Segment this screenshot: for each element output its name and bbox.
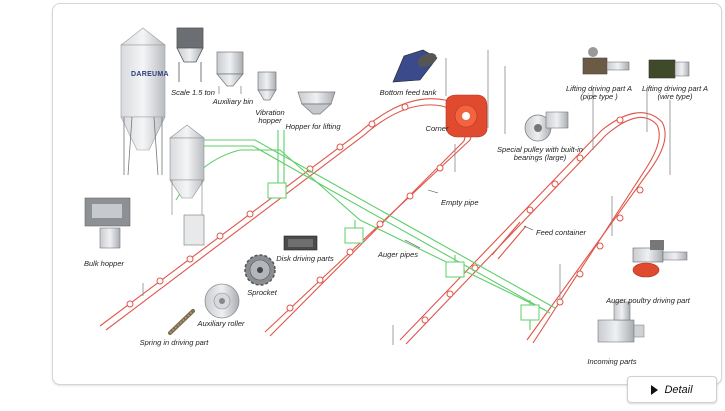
silo xyxy=(120,27,166,176)
detail-button[interactable]: Detail xyxy=(627,376,717,403)
vibration-hopper xyxy=(257,71,277,101)
hanger-lines xyxy=(142,50,671,345)
label-vibration-hopper-2: hopper xyxy=(258,116,282,125)
label-bulk-hopper: Bulk hopper xyxy=(83,259,125,268)
bottom-feed-tank xyxy=(392,49,438,83)
label-scale: Scale 1.5 ton xyxy=(171,88,215,97)
label-hopper-for-lifting: Hopper for lifting xyxy=(285,122,341,131)
label-special-pulley-2: bearings (large) xyxy=(513,153,567,162)
lifting-driving-part-wire xyxy=(648,59,690,79)
label-empty-pipe: Empty pipe xyxy=(441,198,479,207)
label-bottom-feed-tank: Bottom feed tank xyxy=(379,88,437,97)
label-lifting-pipe-1: Lifting driving part A xyxy=(565,84,633,93)
lifting-driving-part-pipe xyxy=(582,47,630,75)
auxiliary-roller xyxy=(204,283,240,319)
label-disk-driving-parts: Disk driving parts xyxy=(276,254,334,263)
label-auger-poultry-driving-part: Auger poultry driving part xyxy=(606,296,690,305)
play-arrow-icon xyxy=(651,384,659,395)
label-auxiliary-roller: Auxiliary roller xyxy=(197,319,245,328)
label-auxiliary-bin: Auxiliary bin xyxy=(212,97,254,106)
brand-logo: DAREUMA xyxy=(131,71,169,78)
red-line-beads xyxy=(126,103,644,324)
green-boxes xyxy=(267,182,540,321)
auxiliary-bin xyxy=(216,51,244,94)
small-silo xyxy=(169,124,205,246)
label-lifting-pipe-2: (pipe type ) xyxy=(580,92,618,101)
label-feed-container: Feed container xyxy=(536,228,587,237)
disk-driving-parts xyxy=(283,235,318,251)
hopper-for-lifting xyxy=(297,91,336,115)
incoming-parts xyxy=(597,301,645,343)
sprocket xyxy=(244,254,276,286)
label-sprocket: Sprocket xyxy=(247,288,277,297)
detail-button-label: Detail xyxy=(664,383,693,396)
bulk-hopper xyxy=(84,197,131,249)
special-pulley xyxy=(524,111,569,142)
label-spring-in-driving-part: Spring in driving part xyxy=(139,338,209,347)
label-special-pulley-1: Special pulley with built-in xyxy=(497,145,583,154)
label-auger-pipes: Auger pipes xyxy=(377,250,419,259)
pointer-lines xyxy=(404,189,534,249)
label-vibration-hopper-1: Vibration xyxy=(255,108,285,117)
label-corner: Corner xyxy=(425,124,449,133)
label-lifting-wire-1: Lifting driving part A xyxy=(641,84,709,93)
scale xyxy=(176,27,204,82)
auger-poultry-driving-part xyxy=(632,240,688,278)
spring-part xyxy=(168,309,195,335)
corner-part xyxy=(445,94,488,138)
label-lifting-wire-2: (wire type) xyxy=(657,92,693,101)
label-incoming-parts: Incoming parts xyxy=(587,357,637,366)
